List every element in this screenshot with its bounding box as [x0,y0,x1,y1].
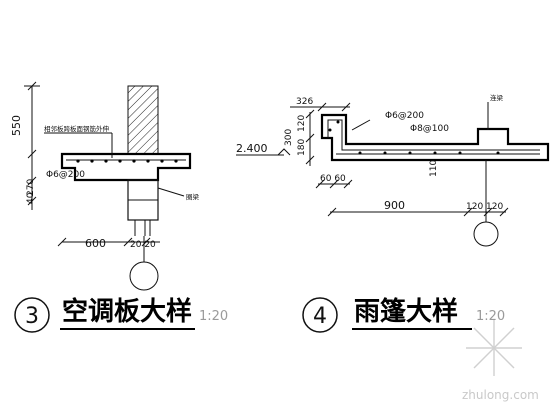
dim-120120: 120 120 [466,202,503,212]
detail-number-circle [14,297,50,333]
axis-bubble [129,261,159,291]
rebar-label: Φ6@200 [46,170,85,180]
axis-bubble-4 [473,221,499,247]
rebar-dots [76,159,178,163]
dim-120: 120 [297,115,307,132]
wall-hatch [127,85,159,155]
note-beam: 圈梁 [186,192,200,201]
canopy-outline [320,113,550,162]
rebar-top: Φ6@200 [385,111,424,121]
level-mark: 2.400 [236,142,268,155]
beam-leader [157,187,185,197]
detail-title-4: 雨篷大样 [354,296,458,327]
detail-title: 空调板大样 [62,296,192,327]
note-link-beam: 连梁 [490,93,504,102]
dim-40: 40 [26,192,36,204]
detail-3: 550 270 40 相邻板跨板面钢筋外伸 Φ6@200 圈梁 600 20 2… [10,81,228,333]
detail-number-4: 4 [313,304,327,329]
dim-326: 326 [296,97,313,107]
dim-6060: 60 60 [320,174,346,184]
dim-2020: 20 20 [130,240,156,250]
note-anchor: 相邻板跨板面钢筋外伸 [44,124,110,133]
dim-600: 600 [85,237,106,250]
dim-300: 300 [284,129,294,146]
detail-number-circle-4 [302,297,338,333]
rebar-bot: Φ8@100 [410,124,449,134]
detail-scale-4: 1:20 [476,309,505,324]
dim-180: 180 [297,139,307,156]
upturn-rebar [327,119,540,151]
watermark: zhulong.com [462,320,539,402]
watermark-text: zhulong.com [462,388,539,402]
detail-scale: 1:20 [199,309,228,324]
watermark-logo [466,320,522,376]
detail-4: 326 300 180 120 2.400 Φ6@200 Φ8@100 连梁 1… [236,93,550,333]
canopy-rebar-dots [328,120,500,155]
dim-900: 900 [384,199,405,212]
detail-number: 3 [25,304,39,329]
dim-550: 550 [10,115,23,136]
dim-270: 270 [26,179,36,196]
dim-110: 110 [429,160,439,177]
